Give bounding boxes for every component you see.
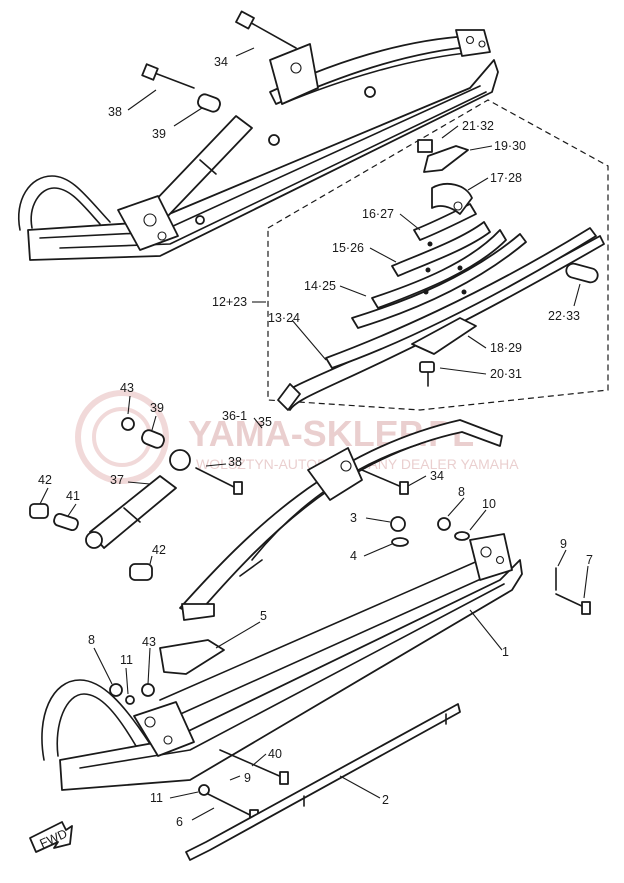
callout-5: 5 xyxy=(260,609,267,623)
forward-direction-arrow-icon: FWD xyxy=(29,821,73,853)
callout-36-1: 36-1 xyxy=(222,409,247,423)
callout-4: 4 xyxy=(350,549,357,563)
callout-21-32: 21·32 xyxy=(462,119,494,133)
callout-7: 7 xyxy=(586,553,593,567)
callout-11-lower: 11 xyxy=(120,653,133,667)
callout-34-middle: 34 xyxy=(430,469,444,483)
callout-9-right: 9 xyxy=(560,537,567,551)
lower-ski-assembly xyxy=(29,417,591,861)
callout-18-29: 18·29 xyxy=(490,341,522,355)
callout-43-lower: 43 xyxy=(142,635,156,649)
callout-38-middle: 38 xyxy=(228,455,242,469)
callout-37: 37 xyxy=(110,473,124,487)
callout-41: 41 xyxy=(66,489,80,503)
callout-labels: 34 38 39 21·32 19·30 17·28 16·27 15·26 1… xyxy=(38,55,593,829)
callout-10: 10 xyxy=(482,497,496,511)
callout-19-30: 19·30 xyxy=(494,139,526,153)
callout-22-33: 22·33 xyxy=(548,309,580,323)
callout-2: 2 xyxy=(382,793,389,807)
callout-12-23: 12+23 xyxy=(212,295,247,309)
callout-42-left: 42 xyxy=(38,473,52,487)
callout-39-middle: 39 xyxy=(150,401,164,415)
leader-lines xyxy=(39,47,589,821)
callout-42-lower: 42 xyxy=(152,543,166,557)
callout-16-27: 16·27 xyxy=(362,207,394,221)
callout-15-26: 15·26 xyxy=(332,241,364,255)
spring-group-outline xyxy=(267,99,609,411)
callout-8-lower: 8 xyxy=(88,633,95,647)
callout-3: 3 xyxy=(350,511,357,525)
callout-35: 35 xyxy=(258,415,272,429)
upper-ski-assembly xyxy=(18,10,499,261)
callout-43-middle: 43 xyxy=(120,381,134,395)
callout-39-upper: 39 xyxy=(152,127,166,141)
callout-40: 40 xyxy=(268,747,282,761)
callout-38-upper: 38 xyxy=(108,105,122,119)
callout-1: 1 xyxy=(502,645,509,659)
callout-13-24: 13·24 xyxy=(268,311,300,325)
callout-17-28: 17·28 xyxy=(490,171,522,185)
callout-8-right: 8 xyxy=(458,485,465,499)
callout-14-25: 14·25 xyxy=(304,279,336,293)
leaf-spring-stack xyxy=(277,139,605,411)
callout-11-bottom: 11 xyxy=(150,791,163,805)
callout-20-31: 20·31 xyxy=(490,367,522,381)
callout-34-upper: 34 xyxy=(214,55,228,69)
callout-6: 6 xyxy=(176,815,183,829)
callout-9-lower: 9 xyxy=(244,771,251,785)
